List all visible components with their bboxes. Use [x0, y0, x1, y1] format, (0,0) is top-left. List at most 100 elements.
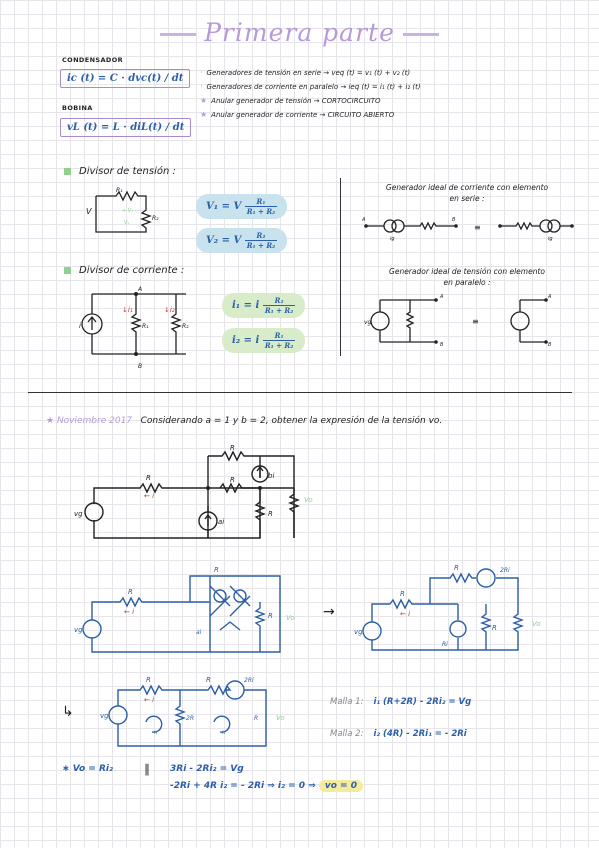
malla-2: Malla 2:i₂ (4R) - 2Ri₁ = - 2Ri — [330, 729, 467, 739]
note-item: ·Generadores de corriente en paralelo → … — [200, 82, 421, 91]
svg-text:R: R — [146, 474, 151, 482]
svg-text:vg: vg — [74, 626, 83, 634]
svg-text:R: R — [454, 564, 459, 572]
svg-text:↓i₂: ↓i₂ — [164, 306, 175, 314]
bobina-formula: vL (t) = L · diL(t) / dt — [60, 118, 192, 137]
svg-text:bi: bi — [268, 472, 274, 480]
vertical-divider — [340, 178, 341, 356]
blue-circuit-final: vg R R 2Ri 2R R i₁ i₂ Vo ← i — [100, 676, 285, 747]
svg-text:Vo: Vo — [304, 496, 313, 504]
ideal-voltage-source-heading: Generador ideal de tensión con elemento … — [389, 267, 545, 287]
page-title-text: Primera parte — [204, 18, 395, 47]
svg-text:R: R — [400, 590, 405, 598]
original-circuit: vg R R R R bi ai Vo ← i — [74, 444, 313, 539]
svg-text:← i: ← i — [400, 610, 410, 618]
svg-text:R₁: R₁ — [142, 323, 149, 330]
ideal-voltage-parallel-circuits: A B A B vg ≡ — [364, 294, 552, 348]
bobina-label: BOBINA — [62, 104, 93, 112]
svg-text:R: R — [492, 624, 497, 632]
blue-circuit-step-1: vg R R R ai Vo ← i — [74, 566, 295, 653]
svg-text:+ V₁ -: + V₁ - — [122, 208, 137, 214]
svg-text:≡: ≡ — [474, 223, 481, 232]
svg-text:i: i — [79, 322, 81, 330]
title-dash-right — [402, 33, 439, 36]
dash-bullet-icon: · — [200, 68, 203, 77]
vo-equation: ∗ Vo = Ri₂ — [62, 764, 113, 774]
note-item: ★Anular generador de tensión → CORTOCIRC… — [200, 96, 381, 105]
svg-text:vg: vg — [364, 319, 372, 326]
divisor-corriente-heading: Divisor de corriente : — [64, 265, 184, 276]
svg-text:← i: ← i — [144, 696, 154, 704]
svg-text:R: R — [230, 476, 235, 484]
title-dash-left — [160, 33, 197, 36]
voltage-divider-circuit: V R₁ R₂ + V₁ - V₂ — [86, 187, 159, 233]
svg-text:A: A — [361, 217, 366, 223]
current-divider-circuit: A B i R₁ R₂ ↓i₁ ↓i₂ — [79, 286, 189, 370]
notes-list: ·Generadores de tensión en serie → veq (… — [200, 66, 530, 122]
svg-text:R: R — [268, 612, 273, 620]
condensador-label: CONDENSADOR — [62, 56, 124, 64]
svg-text:B: B — [138, 363, 142, 370]
svg-text:Vo: Vo — [286, 614, 295, 622]
svg-text:vg: vg — [354, 628, 363, 636]
svg-text:R: R — [268, 510, 273, 518]
problem-statement: ★ Noviembre 2017 Considerando a = 1 y b … — [46, 416, 576, 426]
return-arrow-icon: ↳ — [62, 704, 74, 720]
svg-text:R₂: R₂ — [152, 215, 159, 222]
ideal-current-source-heading: Generador ideal de corriente con element… — [385, 183, 549, 203]
svg-text:B: B — [440, 342, 444, 348]
svg-text:R: R — [230, 444, 235, 452]
svg-text:2Ri: 2Ri — [500, 567, 510, 574]
blue-circuit-step-2: vg R R 2Ri R Ri Vo ← i — [354, 564, 541, 651]
svg-text:R₁: R₁ — [116, 187, 123, 194]
svg-text:A: A — [547, 294, 552, 300]
svg-text:B: B — [452, 217, 456, 223]
note-item: ★Anular generador de corriente → CIRCUIT… — [200, 110, 395, 119]
star-icon: ★ — [46, 416, 57, 426]
svg-text:ai: ai — [196, 629, 202, 636]
separator-icon: ∥ — [144, 762, 150, 776]
svg-text:R: R — [128, 588, 133, 596]
square-bullet-icon — [64, 266, 71, 274]
problem-date: Noviembre 2017 — [56, 416, 133, 426]
svg-text:A: A — [137, 286, 142, 293]
condensador-formula: ic (t) = C · dvc(t) / dt — [60, 69, 191, 88]
note-item: ·Generadores de tensión en serie → veq (… — [200, 68, 411, 77]
svg-text:ig: ig — [548, 236, 553, 242]
star-bullet-icon: ★ — [200, 110, 208, 119]
svg-text:V₂: V₂ — [124, 220, 129, 226]
svg-text:2R: 2R — [186, 715, 194, 722]
svg-text:R: R — [206, 676, 211, 684]
svg-text:R: R — [146, 676, 151, 684]
svg-text:Ri: Ri — [442, 641, 448, 648]
divisor-tension-heading: Divisor de tensión : — [64, 166, 176, 177]
svg-text:vg: vg — [74, 510, 83, 518]
svg-text:vg: vg — [100, 712, 109, 720]
bullet-icon: ∗ — [62, 764, 73, 774]
svg-text:R: R — [254, 715, 258, 722]
ideal-current-series-circuits: A B ≡ ig ig — [361, 217, 574, 242]
square-bullet-icon — [64, 167, 71, 175]
star-bullet-icon: ★ — [200, 96, 208, 105]
svg-text:Vo: Vo — [276, 714, 285, 722]
svg-text:V: V — [86, 207, 92, 216]
arrow-right-icon: → — [323, 604, 335, 620]
svg-text:R₂: R₂ — [182, 323, 189, 330]
svg-text:← i: ← i — [144, 492, 154, 500]
svg-text:B: B — [548, 342, 552, 348]
svg-text:← i: ← i — [124, 608, 134, 616]
svg-text:2Ri: 2Ri — [244, 677, 254, 684]
problem-text: Considerando a = 1 y b = 2, obtener la e… — [140, 416, 443, 426]
malla-1: Malla 1:i₁ (R+2R) - 2Ri₂ = Vg — [330, 697, 472, 707]
solution-eq-1: 3Ri - 2Ri₂ = Vg — [170, 764, 244, 774]
svg-text:i₂: i₂ — [222, 730, 225, 736]
svg-text:↓i₁: ↓i₁ — [122, 306, 133, 314]
svg-text:Vo: Vo — [532, 620, 541, 628]
